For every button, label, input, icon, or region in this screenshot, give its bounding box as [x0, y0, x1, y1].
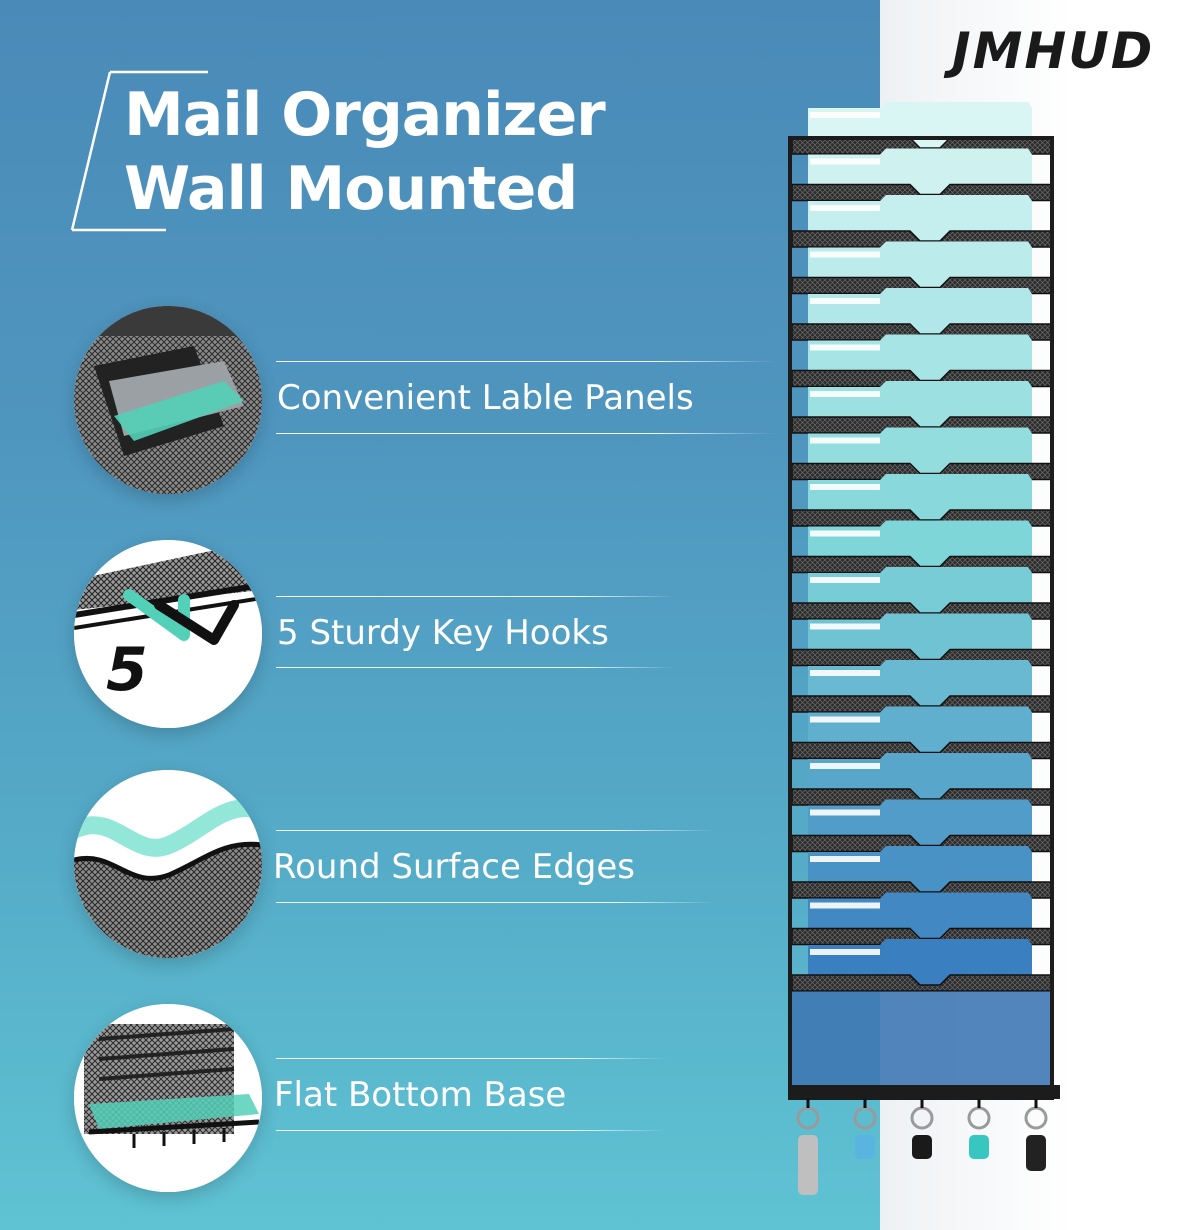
mesh-tray	[791, 974, 1053, 992]
key-ring-icon	[796, 1106, 820, 1130]
feature-1-rule-bottom	[276, 433, 776, 434]
key-tag-icon	[798, 1135, 818, 1195]
feature-4-label: Flat Bottom Base	[274, 1075, 567, 1115]
title-frame-icon	[70, 70, 208, 232]
feature-2-rule-bottom	[276, 667, 676, 668]
key-ring-icon	[910, 1106, 934, 1130]
key-tag-icon	[1026, 1135, 1046, 1171]
feature-4-circle	[74, 1004, 262, 1192]
key-ring-icon	[853, 1106, 877, 1130]
brand-logo: JMHUD	[952, 22, 1155, 80]
title-line-1: Mail Organizer	[124, 80, 606, 150]
feature-3-rule-bottom	[276, 902, 716, 903]
label-panel-icon	[74, 306, 262, 494]
feature-2-label: 5 Sturdy Key Hooks	[277, 613, 609, 653]
organizer-tiers	[791, 102, 1053, 1085]
feature-2-circle: 5	[74, 540, 262, 728]
feature-3-label: Round Surface Edges	[273, 847, 635, 887]
feature-4-rule-top	[276, 1058, 666, 1059]
page-title: Mail Organizer Wall Mounted	[124, 78, 606, 226]
mail-organizer-product-image	[788, 102, 1060, 1195]
key-tag-icon	[969, 1135, 989, 1159]
key-hook-count-badge: 5	[106, 635, 148, 705]
round-edge-icon	[74, 770, 262, 958]
key-hooks	[796, 1099, 1048, 1195]
feature-4-rule-bottom	[276, 1130, 666, 1131]
feature-1-circle	[74, 306, 262, 494]
key-hook-icon: 5	[74, 540, 262, 728]
feature-1-label: Convenient Lable Panels	[277, 378, 694, 418]
title-line-2: Wall Mounted	[124, 154, 578, 224]
key-ring-icon	[1024, 1106, 1048, 1130]
key-ring-icon	[967, 1106, 991, 1130]
feature-3-circle	[74, 770, 262, 958]
flat-base-icon	[74, 1004, 262, 1192]
key-tag-icon	[855, 1135, 875, 1159]
feature-1-rule-top	[276, 361, 776, 362]
feature-3-rule-top	[276, 830, 716, 831]
key-tag-icon	[912, 1135, 932, 1159]
feature-2-rule-top	[276, 596, 676, 597]
